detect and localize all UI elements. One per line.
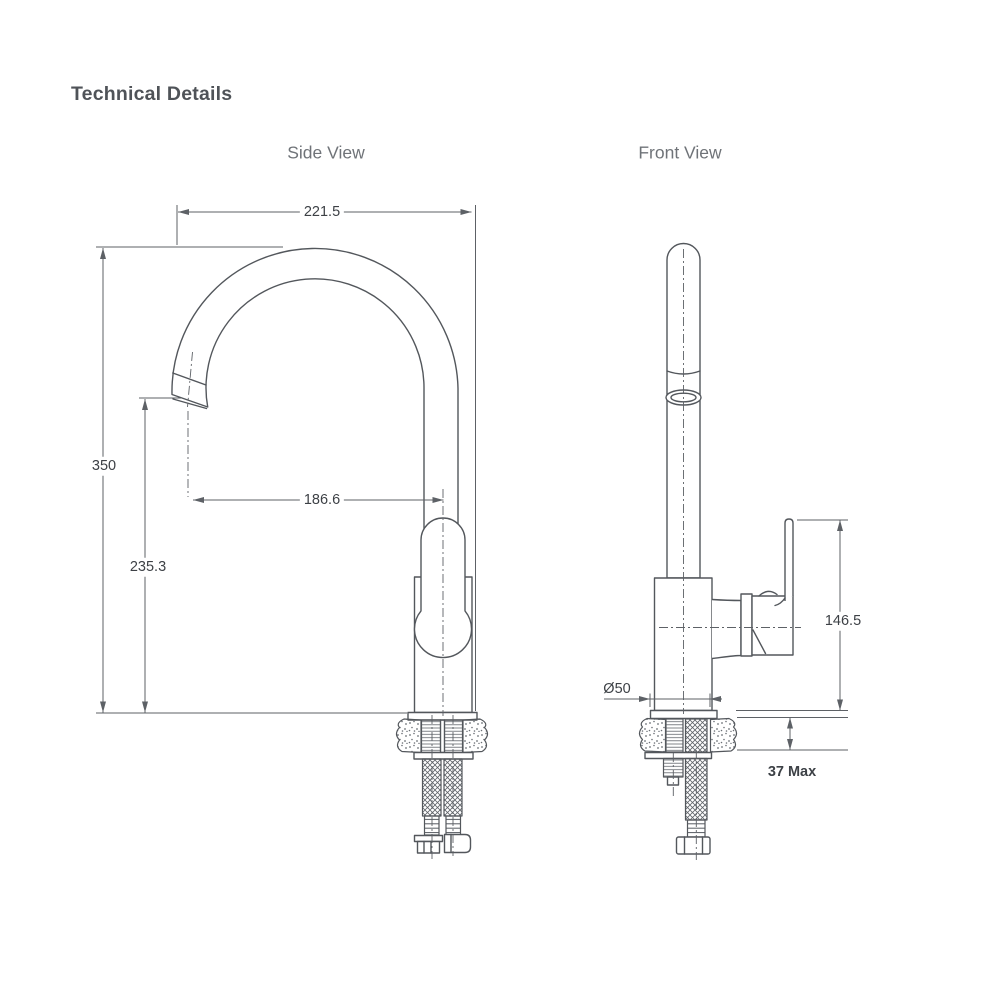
side-shank-lines bbox=[439, 719, 446, 754]
front-handle-cartridge bbox=[740, 593, 753, 657]
front-handle-connector bbox=[711, 598, 742, 660]
dim-label-overall-height: 350 bbox=[87, 456, 121, 476]
side-countertop-right bbox=[462, 718, 489, 754]
side-end-elbow bbox=[443, 833, 472, 854]
dim-label-base-diameter: Ø50 bbox=[603, 680, 631, 697]
front-hose-upper bbox=[684, 718, 708, 753]
front-hose-nut bbox=[675, 836, 711, 855]
side-base-flange bbox=[407, 711, 478, 721]
page-title: Technical Details bbox=[71, 83, 233, 105]
dim-label-spout-outlet-height: 235.3 bbox=[125, 557, 171, 577]
front-countertop-right bbox=[709, 717, 738, 753]
front-countertop-left bbox=[638, 717, 667, 753]
front-handle-accents bbox=[752, 597, 786, 655]
front-mounting-plate bbox=[644, 751, 713, 760]
gooseneck-spout-outline bbox=[171, 247, 459, 578]
side-extension-lines bbox=[96, 205, 476, 714]
side-end-nut-body bbox=[416, 840, 441, 854]
front-threaded-shank-upper bbox=[664, 718, 684, 753]
front-view-drawing bbox=[604, 242, 848, 860]
front-handle-dome bbox=[758, 590, 778, 597]
side-hose-centerlines bbox=[431, 715, 454, 859]
side-countertop-left bbox=[395, 718, 422, 754]
side-end-nut-flange bbox=[413, 834, 444, 843]
dim-label-counter-thickness: 37 Max bbox=[767, 763, 817, 780]
aerator-seam-line bbox=[172, 372, 207, 386]
front-handle-lever bbox=[784, 518, 794, 601]
front-handle-body bbox=[751, 595, 794, 656]
front-view-label: Front View bbox=[638, 142, 722, 163]
dim-label-handle-height: 146.5 bbox=[820, 611, 866, 631]
spout-centerline bbox=[187, 351, 193, 497]
dim-label-spout-reach: 186.6 bbox=[299, 490, 345, 510]
side-view-label: Side View bbox=[287, 142, 365, 163]
side-view-drawing bbox=[96, 205, 489, 859]
dim-label-overall-width: 221.5 bbox=[299, 202, 345, 222]
side-mounting-plate bbox=[413, 751, 474, 760]
spout-tip-face-line bbox=[172, 398, 208, 410]
